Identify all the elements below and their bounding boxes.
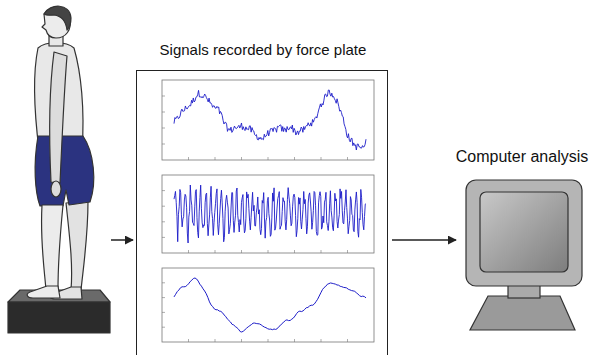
tick-mark <box>294 250 295 253</box>
force-plate-front <box>8 302 110 333</box>
monitor-screen <box>480 192 568 272</box>
tick-mark <box>162 206 165 207</box>
tick-mark <box>268 339 269 342</box>
plot-frame <box>162 175 374 253</box>
tick-mark <box>268 157 269 160</box>
tick-mark <box>215 250 216 253</box>
arm <box>50 52 67 183</box>
tick-mark <box>162 112 165 113</box>
plot-frame <box>162 268 374 342</box>
head <box>42 7 70 38</box>
monitor-bezel <box>466 180 582 286</box>
tick-mark <box>321 250 322 253</box>
hair <box>44 6 71 30</box>
tick-mark <box>162 128 165 129</box>
front-foot <box>27 286 60 298</box>
node-heading: Signals recorded by force plate <box>160 41 367 58</box>
tick-mark <box>268 250 269 253</box>
signal-trace <box>174 90 366 150</box>
shorts <box>35 136 94 206</box>
signal-plots <box>162 80 374 342</box>
tick-mark <box>188 339 189 342</box>
tick-mark <box>162 237 165 238</box>
signal-trace <box>174 278 366 332</box>
tick-mark <box>321 157 322 160</box>
front-leg <box>41 205 63 290</box>
signal-panel: Signals recorded by force plate <box>136 70 388 355</box>
tick-mark <box>241 250 242 253</box>
tick-mark <box>241 157 242 160</box>
tick-mark <box>294 339 295 342</box>
tick-mark <box>215 157 216 160</box>
tick-mark <box>188 250 189 253</box>
tick-mark <box>347 339 348 342</box>
back-leg <box>66 201 88 290</box>
tick-mark <box>294 157 295 160</box>
node-heading: Computer analysis <box>456 148 589 166</box>
tick-mark <box>347 250 348 253</box>
flow-arrow <box>111 239 133 241</box>
person-figure <box>8 6 110 333</box>
tick-mark <box>162 297 165 298</box>
tick-mark <box>241 339 242 342</box>
tick-mark <box>215 339 216 342</box>
tick-mark <box>162 221 165 222</box>
computer-node: Computer analysis <box>452 148 592 333</box>
tick-mark <box>162 144 165 145</box>
tick-mark <box>188 157 189 160</box>
computer-base <box>470 296 575 330</box>
flow-arrow <box>392 239 456 241</box>
tick-mark <box>162 282 165 283</box>
tick-mark <box>162 96 165 97</box>
plot-frame <box>162 80 374 160</box>
signal-trace <box>174 185 366 243</box>
tick-mark <box>347 157 348 160</box>
hand <box>51 181 61 197</box>
tick-mark <box>321 339 322 342</box>
tick-mark <box>162 190 165 191</box>
tick-mark <box>162 312 165 313</box>
computer-icon <box>466 180 582 330</box>
tick-mark <box>162 327 165 328</box>
